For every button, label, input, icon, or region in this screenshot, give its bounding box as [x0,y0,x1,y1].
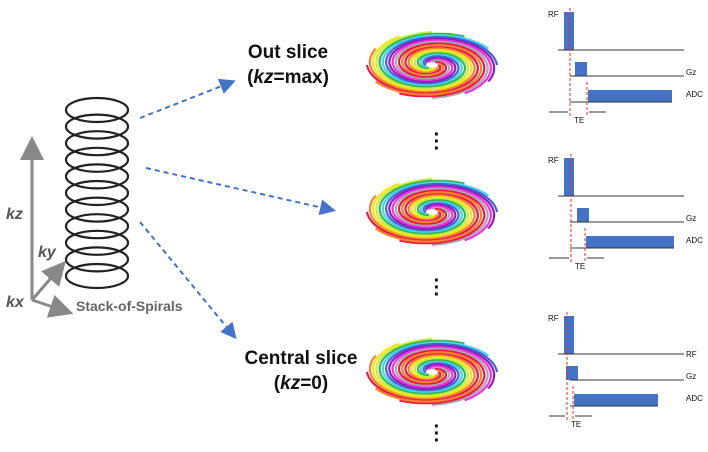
spiral-arm [394,40,489,99]
gz-label: Gz [686,372,697,381]
rf-pulse [564,316,574,354]
central-slice-kz: (kz=0) [273,373,329,394]
ellipsis-2: ··· [433,270,441,306]
adc-label: ADC [686,90,703,99]
gz-label: Gz [686,214,697,223]
spiral-stack-coils [64,96,130,290]
central-slice-title: Central slice [244,348,358,369]
spiral-arm [388,344,496,390]
adc-block [588,90,672,102]
spiral-arm [378,32,466,88]
arrow-to-central-slice [139,221,237,340]
arrow-to-out-slice [139,78,236,119]
spiral-arm [391,346,493,402]
pulse-sequence-out [549,8,684,116]
coil-loop [64,196,130,223]
out-slice-kz: (kz=max) [247,67,329,88]
spiral-arm [375,338,470,397]
spiral-arm [371,342,473,398]
spiral-arm [375,191,483,243]
spiral-arm [384,342,499,392]
spiral-arm [394,347,489,406]
spiral-arm [368,194,476,240]
gz-pulse [577,208,589,222]
coil-loop [64,213,130,240]
rf-label: RF [548,314,559,323]
spiral-arm [378,179,466,235]
te-label: TE [574,116,585,125]
arrow-to-middle-slice [145,167,336,216]
spiral-arm [391,39,493,95]
spiral-arm [381,34,489,86]
ellipsis-3: ··· [433,416,441,452]
rf-pulse [564,12,574,50]
spiral-arm [368,47,476,93]
out-slice-label: Out slice (kz=max) [228,40,348,90]
adc-label: ADC [686,394,703,403]
spiral-trajectory-out [365,31,499,99]
out-slice-title: Out slice [247,42,329,63]
central-slice-label: Central slice (kz=0) [236,346,366,396]
spiral-arm [398,42,486,98]
spiral-arm [365,45,480,95]
coil-loop [64,130,130,157]
rf-pulse [564,158,574,196]
gz-pulse [575,62,587,76]
spiral-arm [394,187,489,246]
pulse-sequence-middle [549,154,684,262]
spiral-arm [388,184,496,230]
te-label: TE [575,262,586,271]
kx-axis-label: kx [6,294,24,311]
coil-loop [64,163,130,190]
spiral-arm [375,31,470,90]
coil-loop [64,179,130,207]
ellipsis-1: ··· [433,124,441,160]
coil-loop [64,113,130,140]
adc-block [586,236,674,248]
spiral-trajectory-middle [365,178,499,246]
spiral-arm [365,352,480,402]
spiral-arm [398,189,486,245]
rf-label: RF [548,10,559,19]
coil-loop [64,229,130,256]
gz-label: Gz [686,68,697,77]
spiral-arm [371,182,473,238]
te-label: TE [571,420,582,429]
ky-axis [30,260,66,301]
gz-pulse [566,366,578,380]
spiral-arm [365,192,480,242]
spiral-arm [375,44,483,96]
coil-loop [64,96,130,124]
spiral-arm [384,35,499,85]
pulse-sequence-central [549,312,684,420]
coil-loop [64,246,130,273]
adc-label: ADC [686,236,703,245]
spiral-arm [388,37,496,83]
spiral-arm [368,354,476,400]
spiral-trajectory-central [365,338,499,406]
rf-line-label: RF [686,350,697,359]
coil-loop [64,146,130,173]
stack-of-spirals-label: Stack-of-Spirals [76,298,183,314]
ky-axis-label: ky [38,244,56,261]
spiral-arm [375,178,470,237]
spiral-arm [378,339,466,395]
spiral-arm [381,341,489,393]
coil-loop [64,262,130,290]
spiral-arm [381,181,489,233]
kx-axis [31,294,74,318]
spiral-arm [384,182,499,232]
spiral-arm [371,35,473,91]
rf-label: RF [548,156,559,165]
spiral-arm [391,186,493,242]
adc-block [574,394,658,406]
spiral-arm [398,349,486,405]
spiral-arm [375,351,483,403]
kz-axis-label: kz [6,206,23,223]
